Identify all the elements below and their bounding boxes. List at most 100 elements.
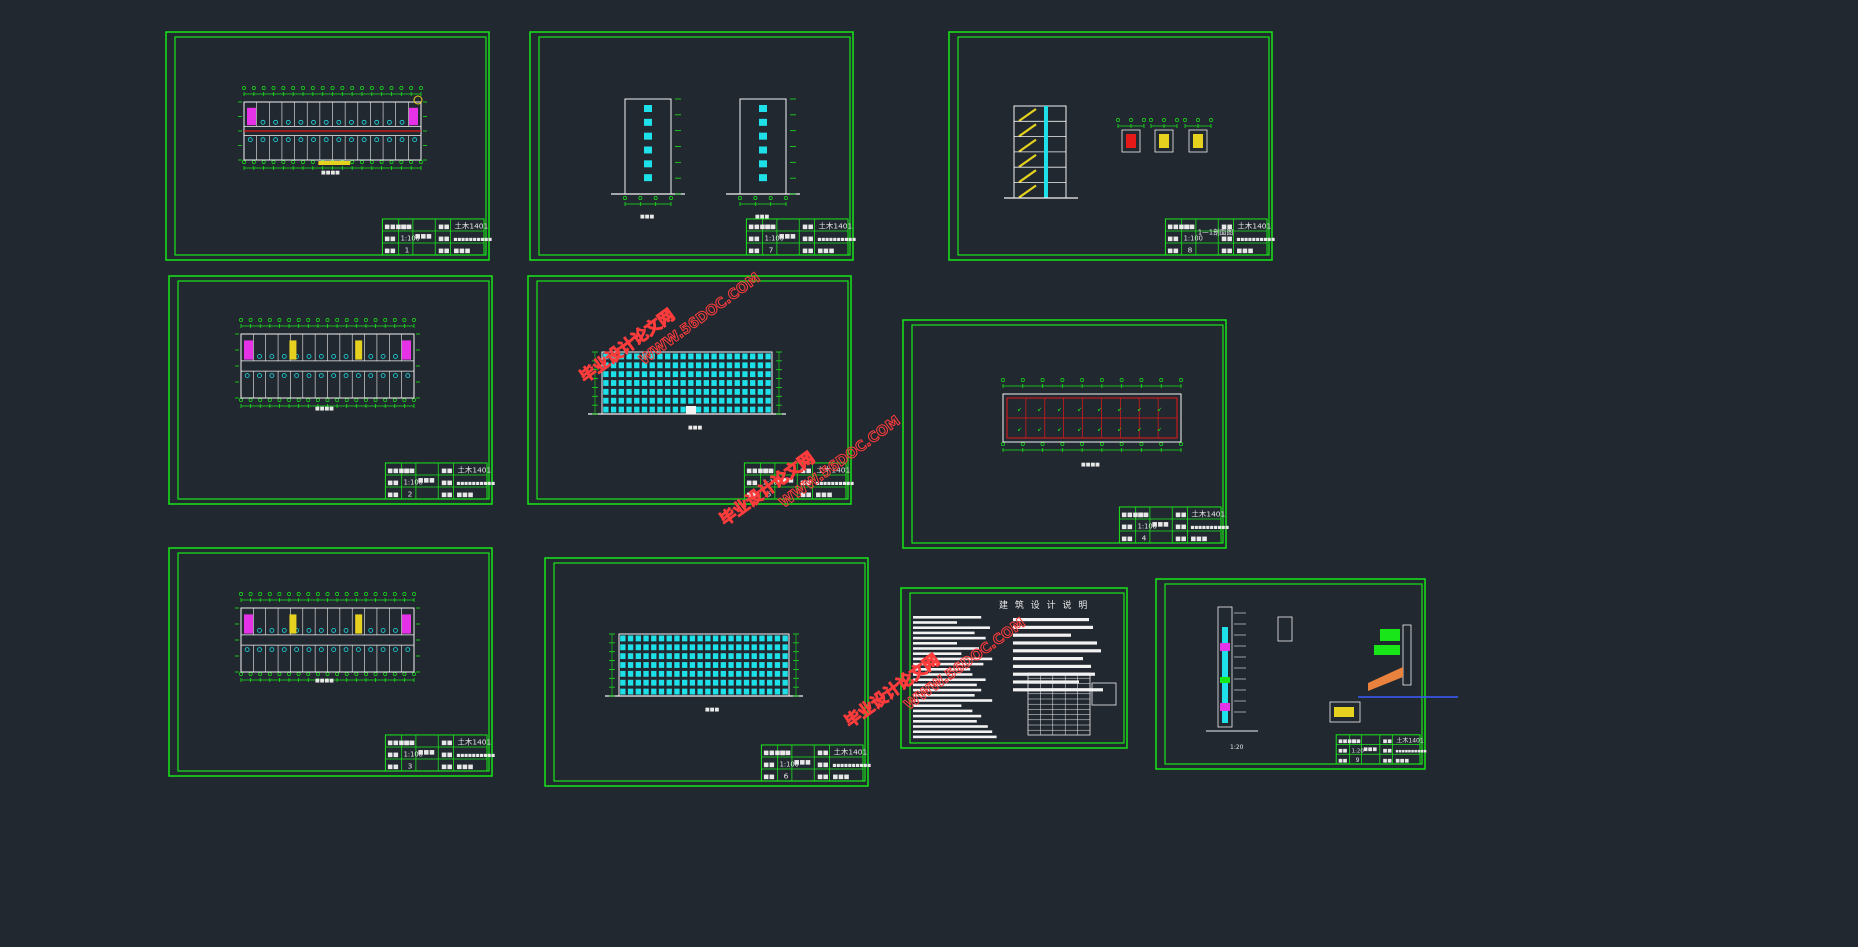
notes-line — [913, 657, 993, 661]
svg-text:■■: ■■ — [800, 491, 812, 498]
notes-line — [913, 714, 982, 718]
section-stair-flight — [1018, 154, 1037, 168]
stair-right — [402, 340, 411, 360]
title-block-scale: 1:100 — [780, 761, 799, 769]
svg-text:■■■■■■■■■■: ■■■■■■■■■■ — [832, 762, 871, 767]
svg-text:■■■■■■■■■■: ■■■■■■■■■■ — [456, 752, 495, 757]
notes-line — [1013, 641, 1097, 645]
drawing-sheet-section[interactable]: ■■■■■■■■■■■■■■■■■■■■■■■■■■■■■土木14011:100… — [948, 31, 1275, 261]
svg-text:↙: ↙ — [1117, 406, 1122, 413]
title-block-sheet-number: 4 — [1142, 534, 1147, 543]
sheets-layer: ■■■■■■■■■■■■■■■■■■■■■■■■■■■■■土木14011:100… — [165, 31, 1458, 787]
title-block-sheet-number: 9 — [1356, 757, 1360, 764]
title-block-scale: 1:100 — [763, 479, 782, 487]
sheet-outer-border — [900, 587, 1128, 749]
notes-line — [1013, 625, 1093, 629]
notes-line — [1013, 672, 1095, 676]
drawing-sheet-front-elevation[interactable]: ■■■■■■■■■■■■■■■■■■■■■■■■■■■■■土木14011:100… — [527, 275, 854, 505]
svg-text:■■: ■■ — [817, 761, 829, 768]
drawing-sheet-roof-plan[interactable]: ■■■■■■■■■■■■■■■■■■■■■■■■■■■■■土木14011:100… — [902, 319, 1229, 549]
title-block-scale: 1:100 — [1184, 235, 1203, 243]
drawing-sheet-side-elevations[interactable]: ■■■■■■■■■■■■■■■■■■■■■■■■■■■■■土木14011:100… — [529, 31, 856, 261]
drawing-sheet-notes[interactable]: 建 筑 设 计 说 明 — [900, 587, 1128, 749]
svg-text:■■: ■■ — [1184, 223, 1196, 230]
drawing-sheet-details[interactable]: ■■■■■■■■■■■■■■■■■■■■■■■■■■■■■土木14011:209… — [1155, 578, 1458, 770]
svg-text:■■■■■■■■■■: ■■■■■■■■■■ — [1236, 236, 1275, 241]
section-stair-flight — [1018, 138, 1037, 153]
title-block-frame — [743, 462, 847, 500]
svg-text:■■: ■■ — [1175, 511, 1187, 518]
svg-text:■■: ■■ — [1383, 758, 1393, 764]
title-block-drawing-title: 1—1剖面图 — [1198, 228, 1234, 237]
svg-text:■■: ■■ — [763, 773, 775, 780]
svg-text:■■: ■■ — [387, 479, 399, 486]
title-block-sheet-number: 5 — [767, 490, 772, 499]
notes-line — [1013, 688, 1103, 692]
title-block-frame — [1164, 218, 1268, 256]
svg-text:■■: ■■ — [802, 235, 814, 242]
svg-text:↙: ↙ — [1017, 406, 1022, 413]
title-block-scale: 1:100 — [401, 235, 420, 243]
title-block-frame — [1118, 506, 1222, 544]
sheet-outer-border — [168, 547, 493, 777]
section-stair-flight — [1018, 108, 1037, 122]
title-block-drawing-title: ■■■ — [418, 749, 435, 756]
svg-text:■■■: ■■■ — [817, 247, 834, 254]
svg-text:■■■: ■■■ — [1236, 247, 1253, 254]
svg-text:■■■■: ■■■■ — [321, 170, 340, 176]
svg-text:↙: ↙ — [1097, 406, 1102, 413]
drawing-sheet-plan-standard[interactable]: ■■■■■■■■■■■■■■■■■■■■■■■■■■■■■土木14011:100… — [168, 275, 495, 505]
svg-text:■■■■: ■■■■ — [315, 406, 334, 412]
svg-text:■■: ■■ — [441, 739, 453, 746]
title-block: ■■■■■■■■■■■■■■■■■■■■■■■■■■■■■土木14011:100… — [384, 734, 495, 772]
svg-text:↙: ↙ — [1077, 406, 1082, 413]
svg-text:■■: ■■ — [1338, 748, 1348, 754]
svg-text:■■: ■■ — [800, 467, 812, 474]
title-block-school: ■■■■ — [1167, 223, 1190, 230]
drawing-sheet-plan-floor1[interactable]: ■■■■■■■■■■■■■■■■■■■■■■■■■■■■■土木14011:100… — [165, 31, 492, 261]
title-block: ■■■■■■■■■■■■■■■■■■■■■■■■■■■■■土木14011:209… — [1335, 734, 1427, 765]
svg-text:↙: ↙ — [1017, 426, 1022, 433]
svg-text:■■: ■■ — [1383, 748, 1393, 754]
svg-text:↙: ↙ — [1137, 406, 1142, 413]
svg-text:■■■■■■■■■■: ■■■■■■■■■■ — [1395, 749, 1426, 753]
title-block-drawing-title: ■■■ — [794, 759, 811, 766]
floor-plan — [235, 318, 420, 408]
sheet-inner-border — [909, 592, 1125, 744]
sheet-inner-border — [553, 562, 866, 782]
svg-text:■■: ■■ — [817, 773, 829, 780]
svg-text:■■: ■■ — [441, 763, 453, 770]
svg-text:■■: ■■ — [1221, 235, 1233, 242]
svg-text:■■■: ■■■ — [456, 763, 473, 770]
stair-left — [244, 340, 253, 360]
svg-text:■■: ■■ — [802, 247, 814, 254]
svg-text:■■: ■■ — [1383, 738, 1393, 744]
side-elevation — [726, 98, 800, 206]
detail-scale-label: 1:20 — [1230, 744, 1244, 751]
svg-text:■■: ■■ — [780, 749, 792, 756]
notes-line — [913, 704, 962, 707]
sheet-outer-border — [948, 31, 1273, 261]
svg-text:■■: ■■ — [1221, 223, 1233, 230]
title-block-sheet-number: 1 — [405, 246, 410, 255]
svg-text:↙: ↙ — [1137, 426, 1142, 433]
svg-text:■■: ■■ — [441, 491, 453, 498]
title-block-school: ■■■■ — [1338, 738, 1357, 744]
stair-yellow-1 — [289, 340, 297, 360]
svg-text:■■: ■■ — [1121, 523, 1133, 530]
notes-line — [913, 725, 988, 728]
svg-text:■■: ■■ — [763, 761, 775, 768]
title-block-class-code: 土木1401 — [816, 465, 850, 475]
drawing-sheet-plan-top[interactable]: ■■■■■■■■■■■■■■■■■■■■■■■■■■■■■土木14011:100… — [168, 547, 495, 777]
title-block: ■■■■■■■■■■■■■■■■■■■■■■■■■■■■■土木14011:100… — [760, 744, 871, 782]
svg-text:■■: ■■ — [748, 247, 760, 254]
svg-text:■■: ■■ — [441, 751, 453, 758]
small-schedule — [1091, 682, 1117, 706]
notes-line — [913, 662, 984, 666]
svg-text:■■: ■■ — [384, 247, 396, 254]
svg-text:↙: ↙ — [1077, 426, 1082, 433]
drawing-sheet-rear-elevation[interactable]: ■■■■■■■■■■■■■■■■■■■■■■■■■■■■■土木14011:100… — [544, 557, 871, 787]
title-block-sheet-number: 2 — [408, 490, 413, 499]
side-elevation — [611, 98, 685, 206]
